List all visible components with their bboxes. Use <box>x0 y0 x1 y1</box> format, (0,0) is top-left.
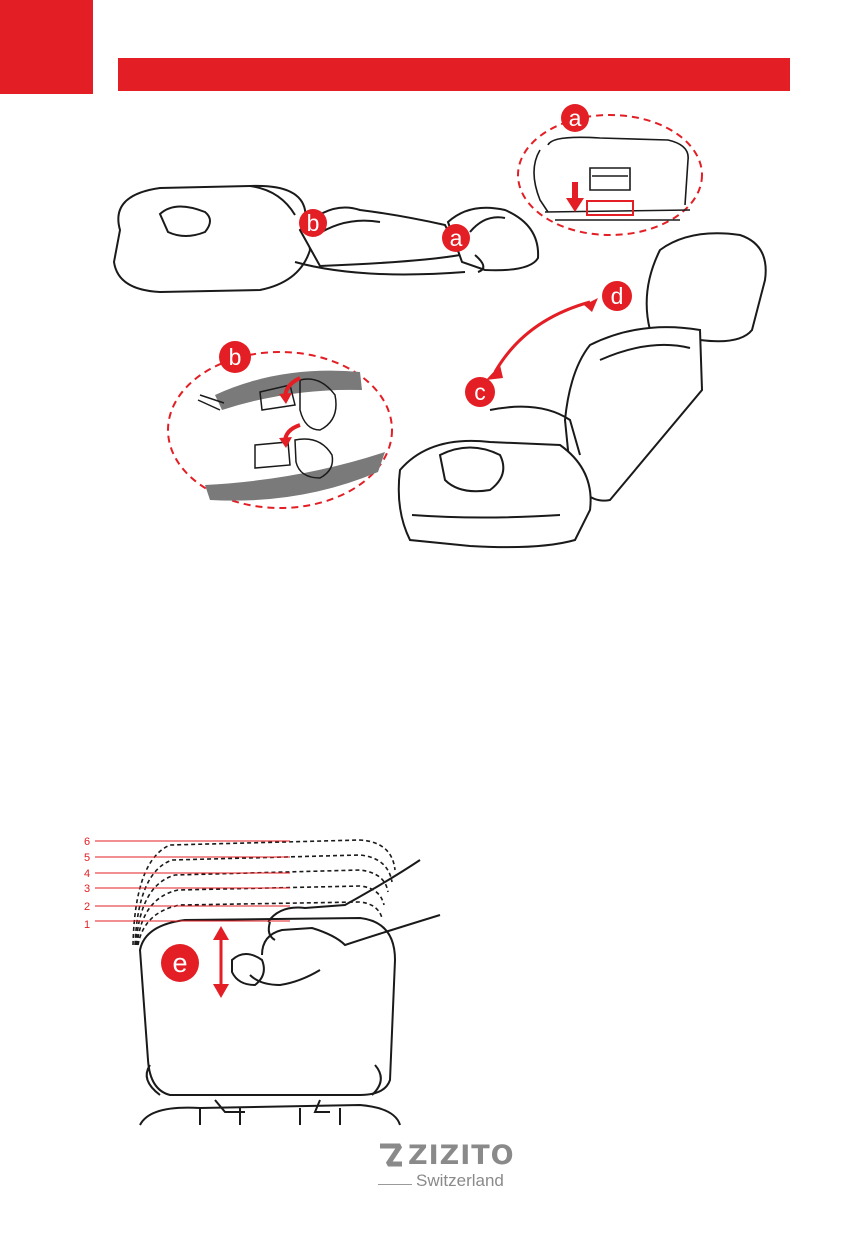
callout-d: d <box>602 281 632 311</box>
detail-headrest-release <box>518 115 702 235</box>
height-level-6: 6 <box>84 836 90 848</box>
height-level-labels: 6 5 4 3 2 1 <box>84 836 90 931</box>
detail-belt-routing <box>168 352 392 508</box>
height-level-2: 2 <box>84 901 90 913</box>
height-level-4: 4 <box>84 868 90 880</box>
callout-c: c <box>465 377 495 407</box>
callout-a-seat: a <box>442 224 470 252</box>
svg-text:b: b <box>307 210 320 236</box>
svg-text:b: b <box>229 344 242 370</box>
brand-divider <box>378 1184 412 1185</box>
callout-b-seat: b <box>299 209 327 237</box>
headrest-height-illustration <box>95 840 440 1125</box>
assembled-seat-illustration <box>399 233 766 547</box>
brand-logo: ZIZITO Switzerland <box>376 1140 526 1195</box>
svg-text:a: a <box>569 105 582 131</box>
callout-b-detail: b <box>219 341 251 373</box>
height-level-1: 1 <box>84 919 90 931</box>
flat-seat-illustration <box>114 186 538 292</box>
zizito-z-icon <box>378 1142 404 1168</box>
callout-e: e <box>161 944 199 982</box>
svg-text:d: d <box>611 283 624 309</box>
height-level-5: 5 <box>84 852 90 864</box>
svg-text:a: a <box>450 225 463 251</box>
height-level-3: 3 <box>84 883 90 895</box>
brand-subtitle: Switzerland <box>416 1171 504 1191</box>
svg-text:e: e <box>172 948 187 978</box>
svg-text:c: c <box>474 379 486 405</box>
brand-name: ZIZITO <box>408 1140 515 1172</box>
callout-a-top: a <box>561 104 589 132</box>
